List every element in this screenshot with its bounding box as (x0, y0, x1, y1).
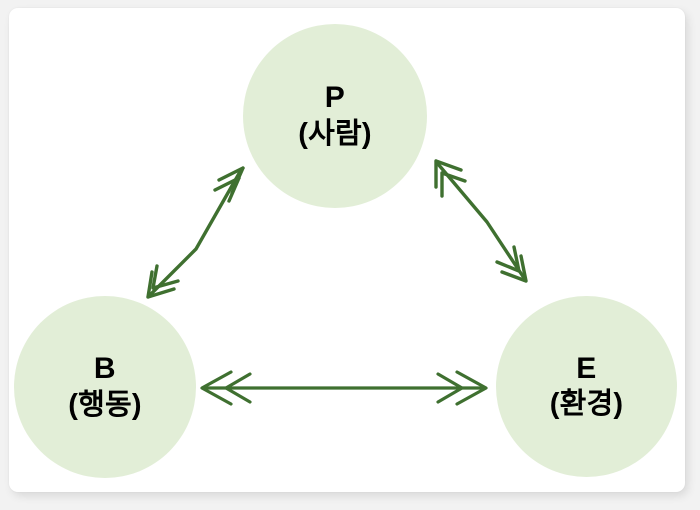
node-environment-letter: E (576, 351, 597, 385)
connector-b-e (200, 370, 488, 406)
node-behavior[interactable]: B (행동) (14, 296, 196, 478)
node-behavior-letter: B (93, 352, 117, 386)
node-behavior-sublabel: (행동) (68, 388, 142, 421)
connector-b-p (146, 166, 245, 299)
node-person-sublabel: (사람) (298, 117, 372, 150)
connector-p-e (434, 159, 528, 283)
node-environment[interactable]: E (환경) (496, 296, 677, 477)
node-environment-sublabel: (환경) (549, 388, 624, 421)
node-person-letter: P (324, 81, 346, 115)
node-person[interactable]: P (사람) (243, 24, 427, 208)
